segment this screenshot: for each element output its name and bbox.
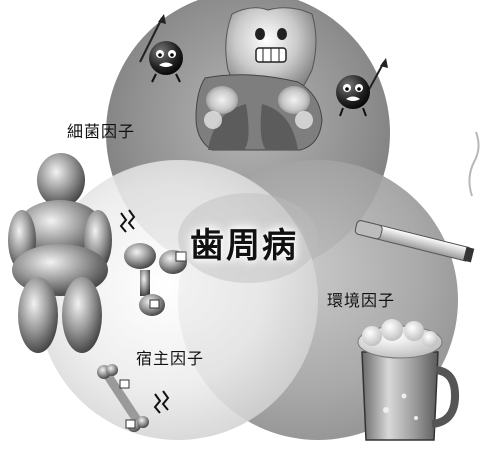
obese-body-icon — [8, 153, 112, 353]
environment-factor-label: 環境因子 — [327, 291, 396, 310]
beer-mug-icon — [357, 319, 460, 441]
host-factor-label: 宿主因子 — [136, 349, 205, 368]
gum-icon — [195, 74, 323, 151]
bacteria-bug-icon — [139, 14, 183, 83]
joint-icon — [119, 209, 187, 316]
bacteria-bug-icon — [336, 58, 388, 117]
bacteria-factor-label: 細菌因子 — [67, 122, 136, 141]
cigarette-icon — [354, 131, 480, 263]
center-overlap — [178, 193, 318, 283]
bone-icon — [97, 364, 170, 432]
periodontal-disease-title: 歯周病 — [190, 226, 298, 266]
